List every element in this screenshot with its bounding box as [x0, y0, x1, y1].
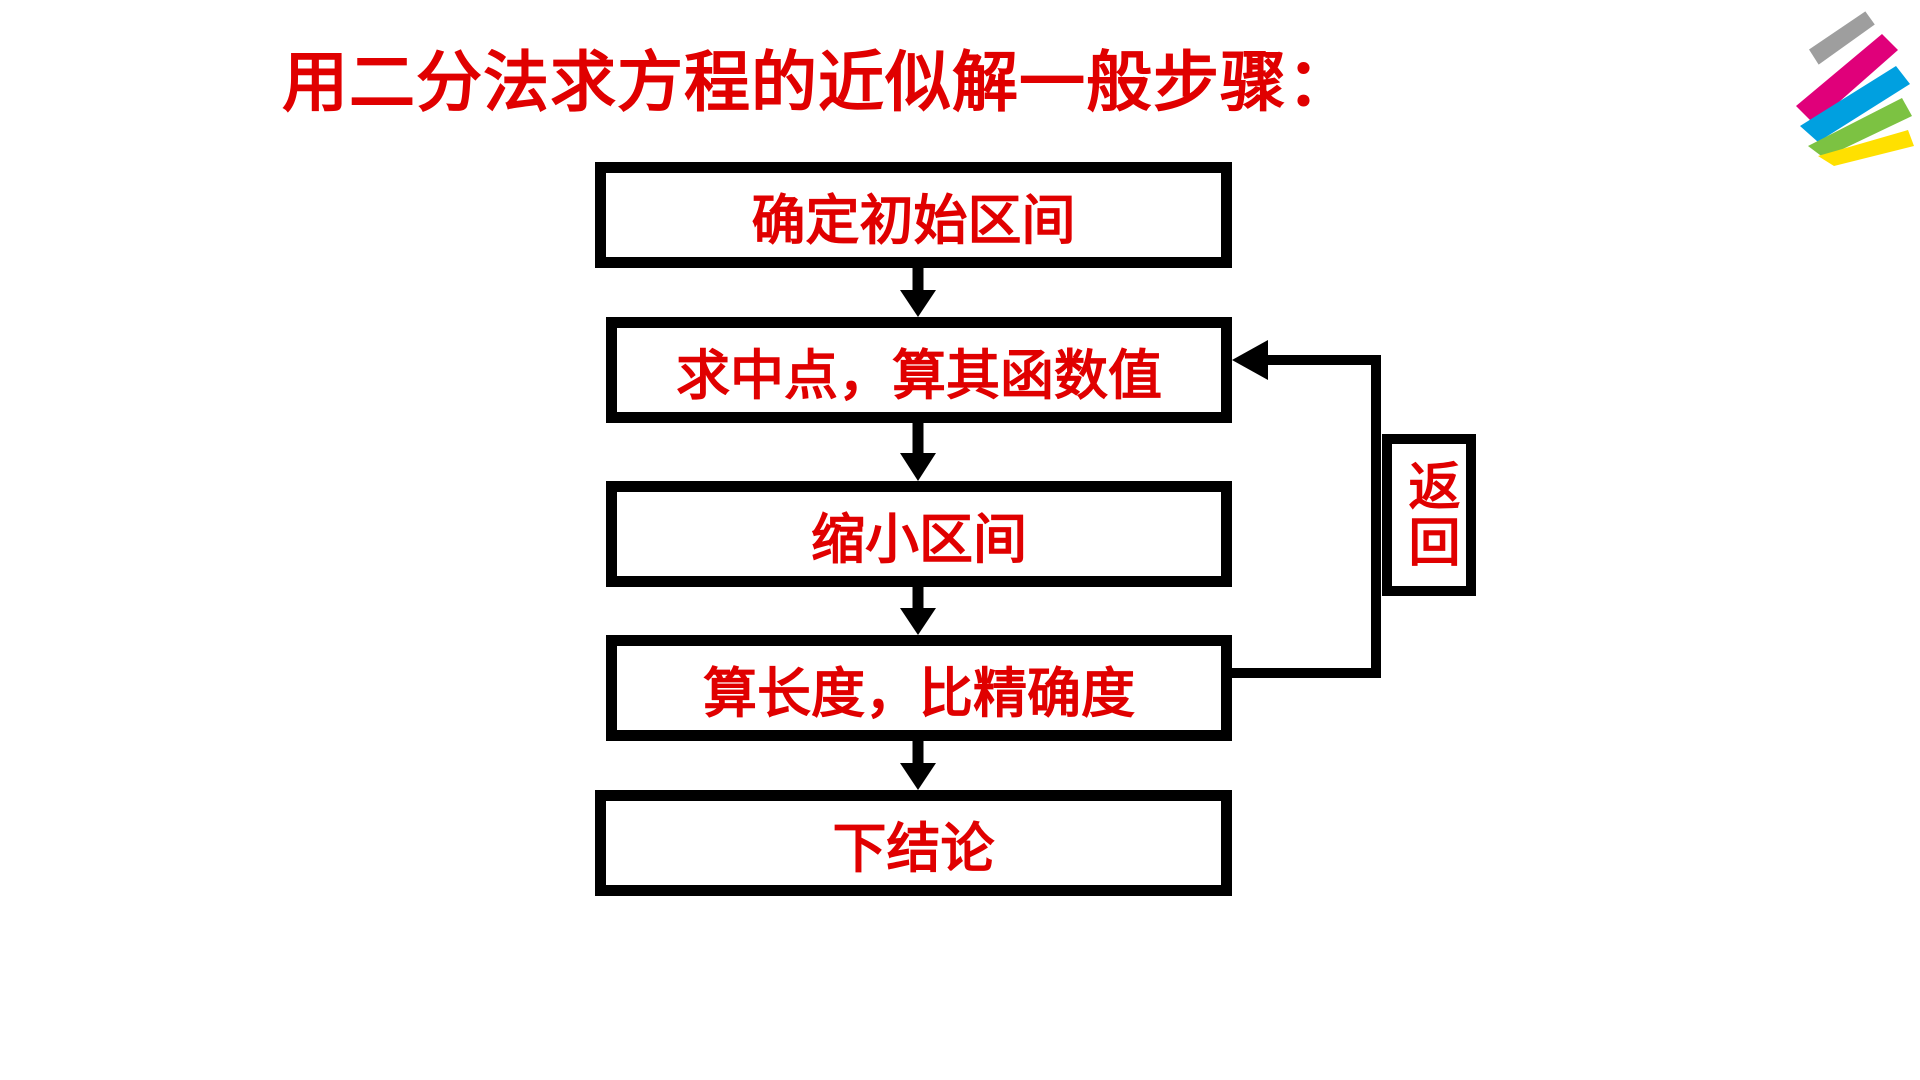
step-box-shrink-interval: 缩小区间 — [606, 481, 1232, 587]
brush-stroke-logo-icon — [1796, 11, 1914, 166]
step-label: 确定初始区间 — [751, 188, 1076, 252]
arrow-step1-to-step2 — [900, 268, 936, 317]
step-label: 缩小区间 — [811, 507, 1027, 571]
arrow-step4-to-step5 — [900, 741, 936, 790]
step-box-initial-interval: 确定初始区间 — [595, 162, 1232, 268]
page-title: 用二分法求方程的近似解一般步骤： — [282, 44, 1354, 121]
return-label: 返回 — [1399, 459, 1459, 571]
arrow-step3-to-step4 — [900, 587, 936, 635]
step-box-conclusion: 下结论 — [595, 790, 1232, 896]
step-box-midpoint-value: 求中点，算其函数值 — [606, 317, 1232, 423]
arrow-step2-to-step3 — [900, 423, 936, 481]
return-label-box: 返回 — [1382, 434, 1476, 596]
step-label: 下结论 — [832, 816, 995, 880]
step-label: 求中点，算其函数值 — [676, 343, 1162, 407]
step-label: 算长度，比精确度 — [703, 661, 1135, 725]
loop-back-arrow — [1232, 340, 1381, 678]
step-box-compare-precision: 算长度，比精确度 — [606, 635, 1232, 741]
